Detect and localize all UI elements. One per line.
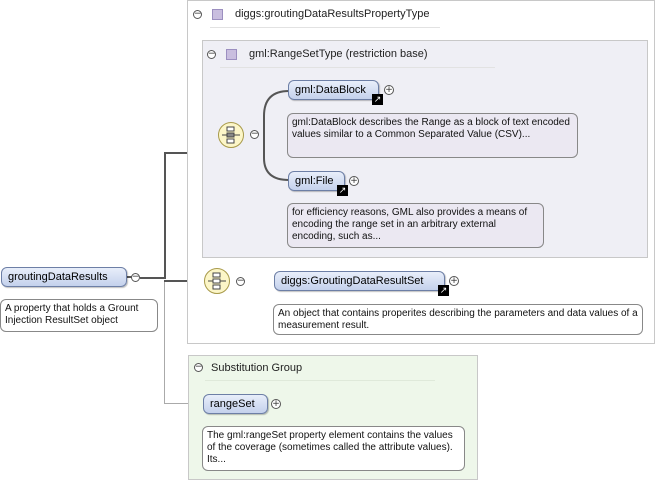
root-element[interactable]: groutingDataResults [1,267,127,287]
collapse-icon[interactable]: − [131,272,140,282]
substitution-group-title: Substitution Group [211,362,303,374]
file-element[interactable]: gml:File [288,171,345,191]
choice-compositor-icon[interactable] [218,122,244,148]
connector-line [164,152,202,154]
collapse-icon[interactable]: − [250,129,259,139]
sequence-compositor-icon[interactable] [204,268,230,294]
file-doc: for efficiency reasons, GML also provide… [287,203,544,248]
divider [205,380,435,381]
reference-arrow-icon: ↗ [337,185,348,196]
choice-compositor-glyph [222,126,240,144]
connector-line [164,280,204,282]
grouting-result-set-doc: An object that contains properites descr… [273,304,643,335]
range-set-type-title: gml:RangeSetType (restriction base) [249,48,428,60]
reference-arrow-icon: ↗ [438,285,449,296]
expand-icon[interactable]: + [449,276,459,286]
connector-line [140,277,164,279]
range-set-doc: The gml:rangeSet property element contai… [202,426,465,471]
collapse-icon[interactable]: − [194,362,203,372]
expand-icon[interactable]: + [349,176,359,186]
complex-type-icon [212,9,223,20]
divider [210,27,440,28]
connector-line-substitution [164,282,165,404]
data-block-element[interactable]: gml:DataBlock [288,80,379,100]
collapse-icon[interactable]: − [193,9,202,19]
property-type-title: diggs:groutingDataResultsPropertyType [235,8,430,20]
grouting-result-set-element[interactable]: diggs:GroutingDataResultSet [274,271,445,291]
expand-icon[interactable]: + [384,85,394,95]
data-block-doc: gml:DataBlock describes the Range as a b… [287,113,578,158]
connector-line-substitution [164,403,202,404]
reference-arrow-icon: ↗ [372,94,383,105]
choice-branch-lines [263,90,290,181]
connector-line [164,152,166,279]
range-set-element[interactable]: rangeSet [203,394,268,414]
collapse-icon[interactable]: − [207,49,216,59]
sequence-compositor-glyph [208,272,226,290]
divider [220,67,495,68]
complex-type-icon [226,49,237,60]
root-doc: A property that holds a Grount Injection… [0,299,158,332]
collapse-icon[interactable]: − [236,276,245,286]
expand-icon[interactable]: + [271,399,281,409]
